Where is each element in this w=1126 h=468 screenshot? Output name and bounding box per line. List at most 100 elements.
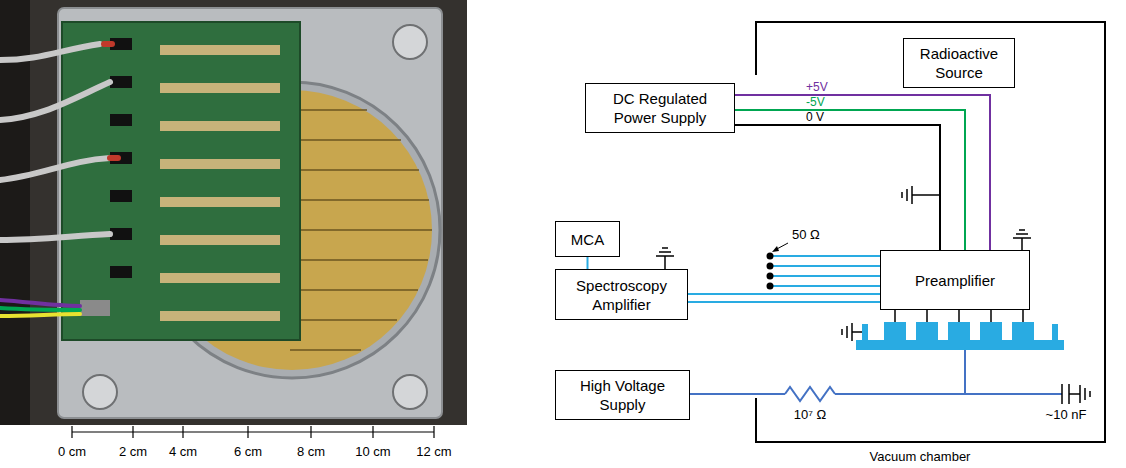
photo-ground: [30, 0, 467, 425]
capacitance-label: ~10 nF: [1046, 407, 1087, 422]
chamber-label: Vacuum chamber: [870, 449, 971, 464]
box-text: Preamplifier: [915, 271, 995, 290]
detector-strip: [1012, 322, 1034, 341]
block-box: Radioactive Source: [903, 38, 1015, 88]
bias-circuit: [690, 350, 1062, 401]
strip-line: [290, 229, 432, 231]
ground-bar: [846, 326, 848, 338]
scale-label: 10 cm: [355, 444, 390, 459]
strip-line: [290, 139, 401, 141]
strip-line: [290, 289, 418, 291]
box-text: DC Regulated Power Supply: [594, 89, 726, 127]
pad-row: [160, 83, 280, 93]
cable: [0, 44, 100, 60]
box-text: Spectroscopy Amplifier: [564, 276, 679, 314]
scale-tick: [71, 426, 72, 438]
scale-label: 4 cm: [169, 444, 197, 459]
cable: [104, 41, 112, 47]
signal-wire: [770, 275, 880, 277]
box-text: MCA: [571, 230, 604, 249]
strip-line: [290, 169, 419, 171]
ground-wire: [912, 194, 940, 196]
pad-row: [160, 235, 280, 245]
strip-line: [290, 259, 428, 261]
screw: [83, 375, 117, 409]
component: [110, 152, 132, 164]
strip-detector: [856, 310, 1064, 350]
block-box: Preamplifier: [880, 250, 1030, 310]
ground-bar: [659, 251, 671, 253]
pad-row: [160, 121, 280, 131]
detector-strip: [916, 322, 938, 341]
wire-label: 0 V: [805, 111, 825, 123]
readout-wire: [990, 310, 992, 322]
resistor-symbol: [785, 387, 835, 401]
pad-row: [160, 311, 280, 321]
ground-bar: [1079, 385, 1081, 403]
scale-tick: [372, 426, 373, 438]
cable: [0, 300, 80, 306]
detector-strip: [980, 322, 1002, 341]
capacitor-plate: [1061, 384, 1063, 404]
signal-wire: [770, 255, 880, 257]
cables: [0, 44, 118, 316]
component: [110, 190, 132, 202]
termination-dots: [767, 253, 774, 290]
ground-symbol: [902, 186, 940, 204]
scale-tick: [247, 426, 248, 438]
block-box: DC Regulated Power Supply: [585, 83, 735, 133]
wire-connector: [735, 95, 990, 250]
scale-label: 8 cm: [297, 444, 325, 459]
ground-bar: [911, 186, 913, 204]
termination-dot: [767, 283, 774, 290]
detector-base: [856, 340, 1064, 350]
strip-line: [290, 349, 361, 351]
resistance-label: 50 Ω: [792, 227, 820, 242]
ground-bar: [906, 189, 908, 201]
scale-label: 12 cm: [416, 444, 451, 459]
guard-ring: [1052, 324, 1058, 341]
wire-connector: [688, 293, 880, 295]
terminated-outputs: [770, 256, 880, 286]
ground-wire: [852, 331, 862, 333]
signal-wire: [770, 265, 880, 267]
ground-wire: [664, 256, 666, 269]
ground-bar: [901, 192, 903, 198]
bias-wire: [964, 350, 966, 394]
resistance-label: 10⁷ Ω: [794, 407, 827, 422]
scale-tick: [182, 426, 183, 438]
cable: [0, 234, 110, 240]
strip-line: [290, 319, 397, 321]
wire-label: -5V: [805, 96, 826, 108]
ground-bar: [1013, 237, 1031, 239]
pad-row: [160, 273, 280, 283]
component: [110, 76, 132, 88]
bias-wire: [690, 393, 785, 395]
cable: [0, 82, 110, 120]
wire-connector: [587, 257, 589, 269]
ground-bar: [841, 329, 843, 335]
scale-label: 0 cm: [58, 444, 86, 459]
scale-line: [72, 431, 434, 432]
readout-wire: [1022, 310, 1024, 322]
wire-connector: [735, 125, 940, 250]
ground-bar: [656, 255, 674, 257]
strip-line: [290, 109, 367, 111]
detector-strip: [948, 322, 970, 341]
ground-symbol: [1013, 230, 1031, 250]
termination-dot: [767, 273, 774, 280]
detector-body: [856, 322, 1064, 350]
ground-bar: [1016, 233, 1028, 235]
pad-row: [160, 45, 280, 55]
block-box: High Voltage Supply: [555, 370, 690, 420]
scale-tick: [132, 426, 133, 438]
wire-connector: [735, 110, 965, 250]
pad-row: [160, 197, 280, 207]
component: [110, 228, 132, 240]
detector-photo: [0, 0, 467, 425]
signal-wire: [770, 285, 880, 287]
ground-bar: [662, 247, 668, 249]
wire-label: +5V: [805, 81, 829, 93]
ground-wire: [1021, 238, 1023, 250]
